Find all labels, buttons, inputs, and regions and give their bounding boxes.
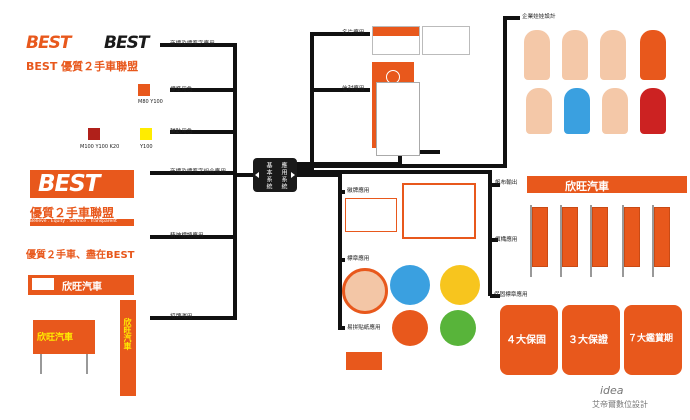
right-arrow-icon xyxy=(291,172,295,178)
banner-strip: 欣旺汽車 xyxy=(527,176,687,193)
center-hub: 基本系統 應用系統 xyxy=(253,158,297,192)
label-mascot: 企業娃娃設計 xyxy=(522,15,556,21)
logo-best-orange: BEST xyxy=(26,33,70,53)
mascot-7 xyxy=(602,88,628,134)
sticker-orange xyxy=(342,268,388,314)
board-pole-left xyxy=(40,354,42,374)
shop-name: 欣旺汽車 xyxy=(62,278,102,293)
banner-shop-name: 欣旺汽車 xyxy=(565,178,609,194)
mascot-5 xyxy=(526,88,552,134)
flag-5 xyxy=(654,207,670,267)
slogan-en: Believe . Equity . Service . Transparent xyxy=(30,219,134,226)
label-spirit-slogan: 精神標語應用 xyxy=(170,234,204,240)
shop-sign-board: 欣旺汽車 xyxy=(33,320,95,354)
logo-big-text: BEST xyxy=(38,171,100,197)
board-shop-name: 欣旺汽車 xyxy=(37,330,73,343)
logo-best-alliance: BEST 優質２手車聯盟 xyxy=(26,58,138,74)
label-logo-combo: 商標及標準字組合應用 xyxy=(170,170,226,176)
mascot-4 xyxy=(640,30,666,80)
watermark-brand: idea xyxy=(600,384,624,397)
business-card-front xyxy=(372,26,420,55)
logo-best-black: BEST xyxy=(104,33,148,53)
envelope-white xyxy=(376,82,420,156)
sign-logo-box xyxy=(32,278,54,290)
label-banner: 帆布輸出 xyxy=(495,181,517,187)
swatch-secondary-1-label: M100 Y100 K20 xyxy=(80,145,119,150)
flag-2 xyxy=(562,207,578,267)
badge-card-1 xyxy=(345,198,397,232)
swatch-secondary-2-label: Y100 xyxy=(140,145,153,150)
sticker-yellow xyxy=(440,265,480,305)
swatch-primary-label: M80 Y100 xyxy=(138,100,163,105)
watermark-studio: 艾帝爾數位設計 xyxy=(592,399,648,410)
vertical-shop-name: 欣旺汽車 xyxy=(123,318,133,350)
business-card-back xyxy=(422,26,470,55)
label-sticker: 標章應用 xyxy=(347,257,369,263)
label-std-color: 標準用色 xyxy=(170,88,192,94)
label-badge: 徽牌應用 xyxy=(347,189,369,195)
warranty-card-1: ４大保固 xyxy=(500,305,558,375)
mascot-8 xyxy=(640,88,666,134)
warranty-card-3: ７大鑑賞期 xyxy=(624,305,682,375)
label-aux-color: 輔助用色 xyxy=(170,130,192,136)
mascot-1 xyxy=(524,30,550,80)
label-card: 名片應用 xyxy=(342,31,364,37)
swatch-secondary-1 xyxy=(88,128,100,140)
hub-application-system: 應用系統 xyxy=(279,162,288,190)
sticker-green xyxy=(440,310,476,346)
flag-4 xyxy=(624,207,640,267)
label-flag: 旗幟應用 xyxy=(495,238,517,244)
left-arrow-icon xyxy=(255,172,259,178)
flag-1 xyxy=(532,207,548,267)
card-header xyxy=(373,27,419,36)
label-signage: 招牌運用 xyxy=(170,315,192,321)
warranty-3-text: ７大鑑賞期 xyxy=(628,331,673,344)
mascot-6 xyxy=(564,88,590,134)
swatch-secondary-2 xyxy=(140,128,152,140)
mascot-3 xyxy=(600,30,626,80)
warranty-1-text: ４大保固 xyxy=(506,331,546,346)
shop-sign-vertical: 欣旺汽車 xyxy=(120,300,136,396)
warranty-2-text: ３大保證 xyxy=(568,331,608,346)
hub-basic-system: 基本系統 xyxy=(264,162,273,190)
swatch-primary xyxy=(138,84,150,96)
logo-big-plate: BEST xyxy=(30,170,134,198)
mascot-2 xyxy=(562,30,588,80)
flag-3 xyxy=(592,207,608,267)
badge-card-2 xyxy=(402,183,476,239)
shop-sign-long: 欣旺汽車 xyxy=(28,275,134,295)
easy-sticker-item xyxy=(346,352,382,370)
label-warranty: 保固標章應用 xyxy=(494,293,528,299)
sticker-red xyxy=(392,310,428,346)
label-envelope: 信封應用 xyxy=(342,87,364,93)
tagline: 優質２手車、盡在BEST xyxy=(26,246,134,261)
warranty-card-2: ３大保證 xyxy=(562,305,620,375)
label-logo-std: 商標及標準字應用 xyxy=(170,42,215,48)
label-easy-sticker: 易拼貼紙應用 xyxy=(347,326,381,332)
sticker-blue xyxy=(390,265,430,305)
board-pole-right xyxy=(86,354,88,374)
